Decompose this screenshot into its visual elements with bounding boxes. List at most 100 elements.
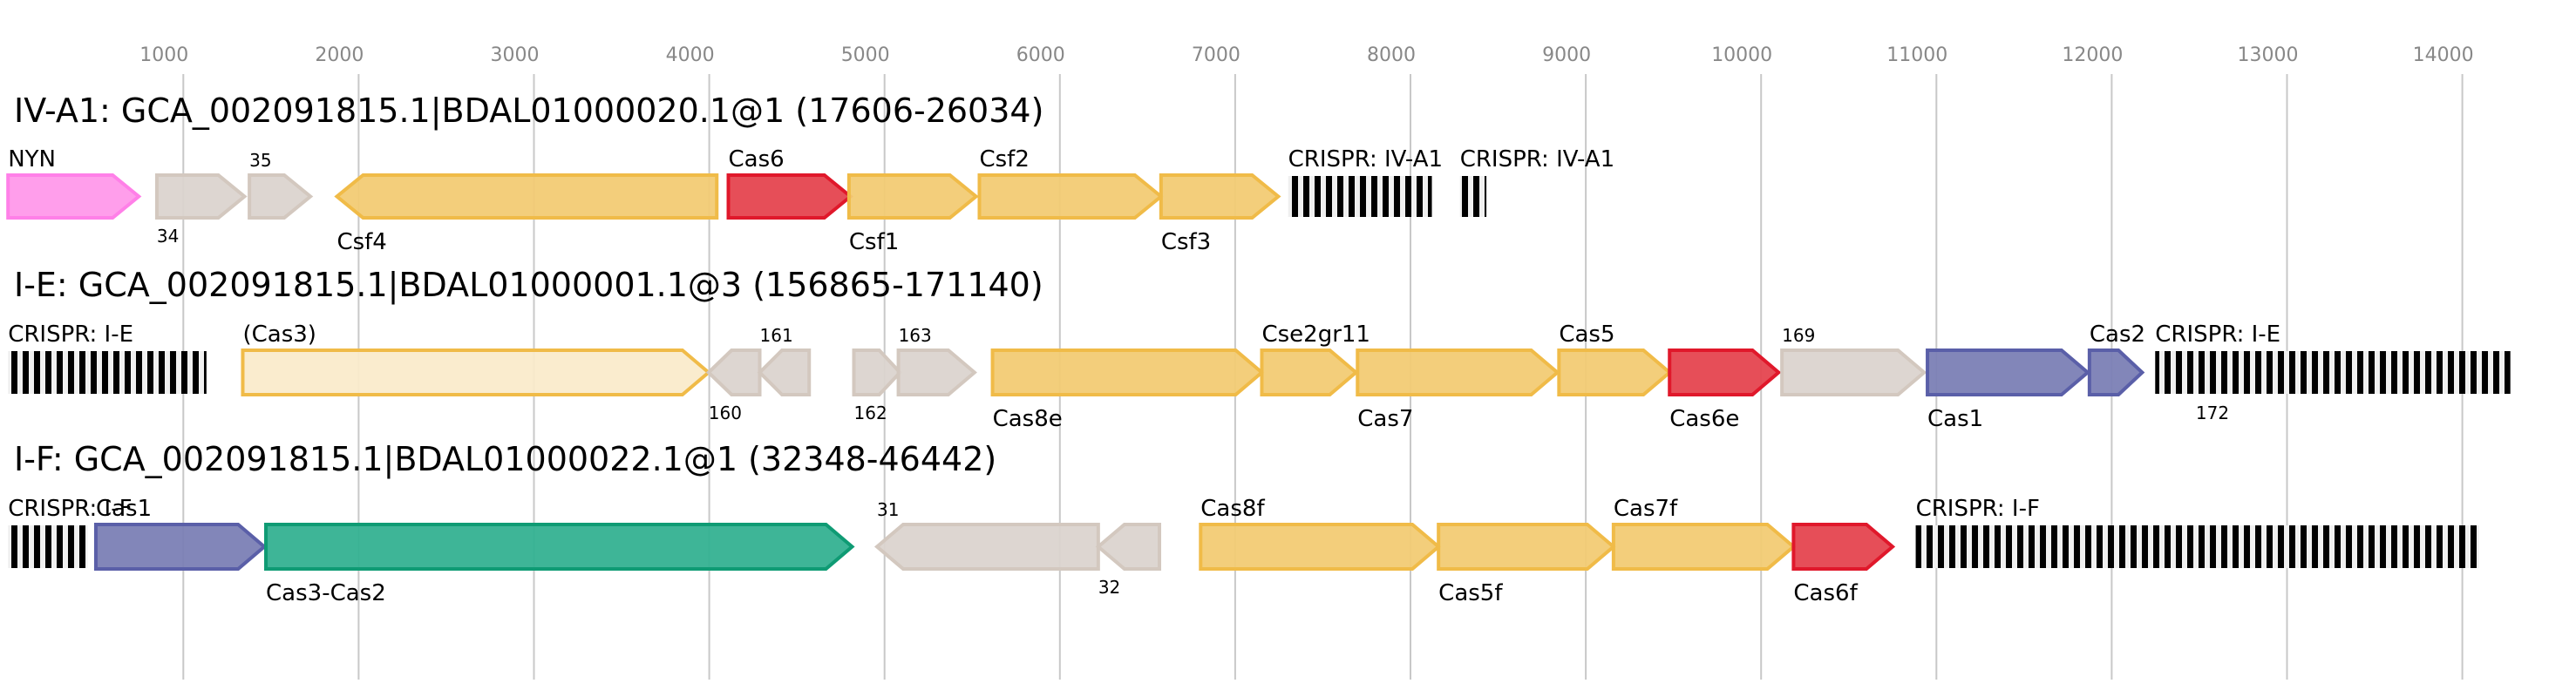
locus-title: IV-A1: GCA_002091815.1|BDAL01000020.1@1 … [14,91,1043,131]
gene-shape [1159,173,1281,220]
gene-arrow[interactable]: Cas7 [1356,348,1560,432]
feature-label-text: Cas2 [2090,321,2145,348]
gene-shape [1437,523,1616,571]
feature-label-text: 162 [854,403,887,423]
feature-label-text: CRISPR: I-E [2155,321,2280,348]
gene-arrow[interactable]: 31 [873,499,1100,571]
gene-arrow[interactable]: 35 [248,150,314,220]
gene-shape [6,173,142,220]
gene-shape [726,173,853,220]
gene-shape [852,348,903,396]
gene-shape [2087,348,2145,396]
feature-label-text: 31 [877,499,899,520]
feature-label-text: 172 [2196,403,2229,423]
feature-label-text: CRISPR: I-F [8,496,132,522]
feature-label-text: Csf3 [1161,229,1211,255]
gene-arrow[interactable]: 160 [705,348,762,423]
gene-arrow[interactable]: Cas8f [1199,496,1442,571]
gene-shape [1791,523,1896,571]
feature-label-text: CRISPR: IV-A1 [1460,146,1614,173]
crispr-repeats [1459,176,1487,217]
tick-label: 4000 [666,44,715,66]
tick-label: 10000 [1711,44,1772,66]
feature-label-text: Cas5 [1559,321,1614,348]
feature-label[interactable]: 172 [2196,403,2229,423]
gene-arrow[interactable]: Csf4 [334,173,719,255]
feature-label-text: Cas1 [1927,406,1983,432]
gene-shape [241,348,711,396]
feature-label-text: 161 [760,325,793,346]
gene-shape [93,523,268,571]
crispr-array[interactable]: CRISPR: I-F [8,496,133,568]
feature-label-text: 163 [899,325,932,346]
gene-arrow[interactable]: Csf2 [977,146,1164,220]
locus-title: I-F: GCA_002091815.1|BDAL01000022.1@1 (3… [14,440,996,479]
gene-arrow[interactable]: Cas1 [93,496,268,571]
tick-label: 12000 [2062,44,2123,66]
feature-label-text: 169 [1782,325,1815,346]
locus-track: I-E: GCA_002091815.1|BDAL01000001.1@3 (1… [8,266,2511,432]
feature-label-text: Cas5f [1438,580,1503,606]
gene-arrow[interactable]: 32 [1095,523,1162,598]
gene-arrow[interactable]: Cas8e [990,348,1265,432]
feature-label-text: Cas7f [1614,496,1678,522]
gene-shape [705,348,762,396]
gene-arrow[interactable]: 169 [1780,325,1927,396]
feature-label-text: Csf4 [336,229,386,255]
gene-arrow[interactable]: Cas2 [2087,321,2145,396]
crispr-repeats [1288,176,1432,217]
feature-label-text: Csf2 [979,146,1029,173]
crispr-repeats [2155,351,2511,394]
gene-arrow[interactable]: Cas5 [1557,321,1673,396]
gene-shape [990,348,1265,396]
crispr-array[interactable]: CRISPR: IV-A1 [1288,146,1443,217]
gene-arrow[interactable]: Cas6f [1791,523,1896,606]
crispr-repeats [8,525,88,568]
feature-label-text: 34 [157,226,179,247]
gene-shape [334,173,719,220]
tick-label: 5000 [841,44,890,66]
gene-arrow[interactable]: NYN [6,146,142,220]
feature-label-text: CRISPR: IV-A1 [1288,146,1443,173]
feature-label-text: Cas6e [1669,406,1739,432]
gene-arrow[interactable]: Csf3 [1159,173,1281,255]
feature-label-text: 35 [249,150,271,171]
gene-arrow[interactable]: 161 [757,325,812,396]
gene-arrow[interactable]: Csf1 [846,173,979,255]
tick-label: 14000 [2413,44,2474,66]
gene-arrow[interactable]: 34 [154,173,248,247]
feature-label-text: Cas7 [1357,406,1413,432]
gene-shape [1095,523,1162,571]
gene-arrow[interactable]: Cas6e [1668,348,1782,432]
crispr-array[interactable]: CRISPR: I-F [1915,496,2479,568]
gene-shape [846,173,979,220]
locus-track: I-F: GCA_002091815.1|BDAL01000022.1@1 (3… [8,440,2479,606]
tick-label: 13000 [2238,44,2299,66]
feature-label-text: Csf1 [849,229,899,255]
loci-tracks: IV-A1: GCA_002091815.1|BDAL01000020.1@1 … [6,91,2511,606]
gene-shape [154,173,248,220]
crispr-array[interactable]: CRISPR: IV-A1 [1459,146,1614,217]
tick-label: 6000 [1016,44,1065,66]
crispr-repeats [8,351,207,394]
gene-arrow[interactable]: Cas7f [1611,496,1797,571]
feature-label-text: CRISPR: I-F [1916,496,2040,522]
gene-shape [873,523,1100,571]
tick-label: 9000 [1542,44,1591,66]
gene-shape [1926,348,2090,396]
gene-shape [264,523,855,571]
gene-arrow[interactable]: Cas1 [1926,348,2090,432]
gene-arrow[interactable]: Cse2gr11 [1260,321,1370,396]
gene-arrow[interactable]: Cas5f [1437,523,1616,606]
gene-arrow[interactable]: Cas3-Cas2 [264,523,855,606]
gene-arrow[interactable]: 163 [896,325,977,396]
gene-arrow[interactable]: (Cas3) [241,321,711,396]
crispr-array[interactable]: CRISPR: I-E [8,321,207,394]
crispr-repeats [1915,525,2479,568]
gene-arrow[interactable]: 162 [852,348,903,423]
gene-shape [1611,523,1797,571]
gene-shape [1356,348,1560,396]
gene-arrow[interactable]: Cas6 [726,146,853,220]
crispr-array[interactable]: CRISPR: I-E [2155,321,2511,394]
gene-shape [1260,348,1359,396]
